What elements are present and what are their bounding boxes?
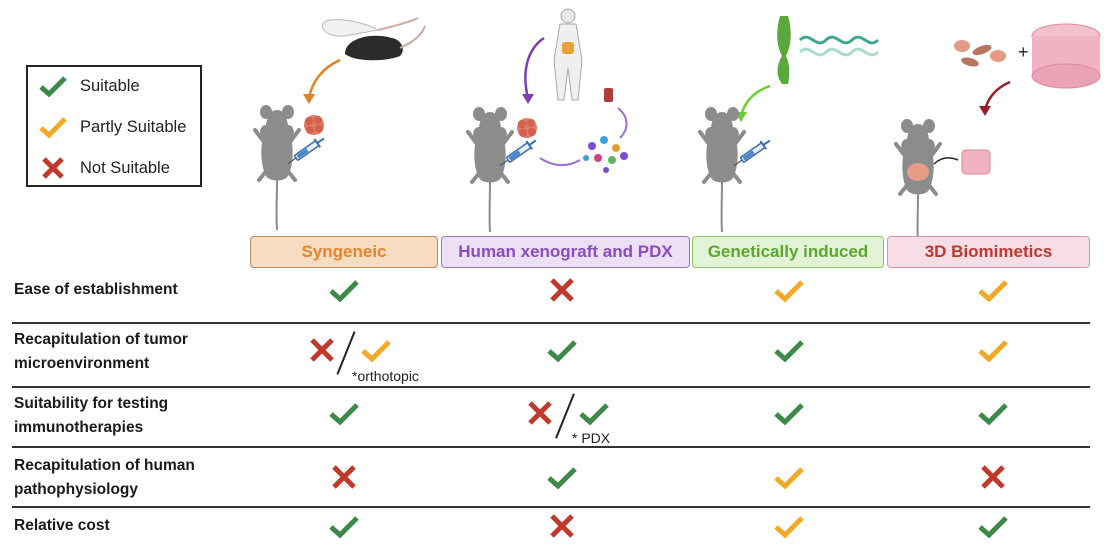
- mouse-icon: [894, 117, 942, 246]
- check-icon: [774, 516, 804, 538]
- mouse-icon: [698, 105, 746, 234]
- status-cell: [977, 338, 1009, 362]
- criterion-label: Ease of establishment: [14, 281, 178, 298]
- status-cell: [546, 338, 578, 362]
- mouse-icon: [253, 103, 301, 232]
- status-cell: [328, 465, 360, 489]
- cells-icon: [954, 40, 1006, 67]
- model-header-3d-biomimetics: 3D Biomimetics: [887, 236, 1090, 268]
- mouse-icon: [466, 105, 514, 234]
- rats-illustration: [322, 17, 426, 61]
- cross-icon: [42, 157, 64, 179]
- status-cell: [328, 278, 360, 302]
- chromosome-icon: [777, 16, 880, 84]
- cross-icon: [550, 278, 574, 302]
- status-cell: [546, 278, 578, 302]
- model-header-syngeneic: Syngeneic: [250, 236, 438, 268]
- status-cell: [977, 401, 1009, 425]
- cross-icon: [310, 338, 334, 362]
- legend-label: Suitable: [80, 76, 140, 95]
- arrow-icon: [983, 80, 1011, 111]
- status-cell: [306, 338, 338, 362]
- check-icon: [39, 117, 67, 138]
- immune-cells-icon: [583, 136, 628, 173]
- status-cell-alt: [578, 401, 610, 425]
- row-divider: [12, 322, 1090, 324]
- status-cell: [328, 401, 360, 425]
- status-cell: [773, 514, 805, 538]
- legend-label: Partly Suitable: [80, 117, 187, 136]
- status-cell-alt: [360, 338, 392, 362]
- check-icon: [39, 76, 67, 97]
- status-cell: [977, 514, 1009, 538]
- cell-note: * PDX: [572, 430, 611, 446]
- arrow-icon: [739, 84, 771, 117]
- status-cell: [546, 514, 578, 538]
- check-icon: [774, 403, 804, 425]
- status-cell: [773, 465, 805, 489]
- criterion-label: Recapitulation of human pathophysiology: [14, 457, 195, 498]
- check-icon: [978, 340, 1008, 362]
- cross-icon: [332, 465, 356, 489]
- check-icon: [978, 403, 1008, 425]
- row-divider: [12, 386, 1090, 388]
- legend: Suitable Partly Suitable Not Suitable: [26, 65, 202, 187]
- legend-label: Not Suitable: [80, 158, 170, 177]
- check-icon: [978, 516, 1008, 538]
- check-icon: [579, 403, 609, 425]
- cross-icon: [528, 401, 552, 425]
- check-icon: [329, 280, 359, 302]
- arrow-icon: [307, 58, 341, 99]
- status-cell: [773, 278, 805, 302]
- row-divider: [12, 446, 1090, 448]
- status-cell: [773, 401, 805, 425]
- legend-item-not-suitable: Not Suitable: [28, 153, 170, 183]
- status-cell: [328, 514, 360, 538]
- arrow-icon: [524, 36, 545, 99]
- check-icon: [329, 516, 359, 538]
- check-icon: [774, 340, 804, 362]
- check-icon: [547, 340, 577, 362]
- legend-item-suitable: Suitable: [28, 71, 140, 101]
- human-icon: [553, 8, 583, 101]
- model-header-xenograft-pdx: Human xenograft and PDX: [441, 236, 690, 268]
- check-icon: [774, 280, 804, 302]
- criterion-label: Relative cost: [14, 517, 110, 534]
- check-icon: [329, 403, 359, 425]
- scaffold-icon: [1031, 23, 1101, 89]
- status-cell: [773, 338, 805, 362]
- status-cell: [524, 401, 556, 425]
- check-icon: [361, 340, 391, 362]
- svg-text:+: +: [1018, 42, 1029, 62]
- check-icon: [978, 280, 1008, 302]
- status-cell: [546, 465, 578, 489]
- legend-item-partly-suitable: Partly Suitable: [28, 112, 186, 142]
- cell-note: *orthotopic: [352, 368, 419, 384]
- status-cell: [977, 278, 1009, 302]
- cross-icon: [550, 514, 574, 538]
- row-divider: [12, 506, 1090, 508]
- criterion-label: Recapitulation of tumor microenvironment: [14, 331, 188, 372]
- criterion-label: Suitability for testing immunotherapies: [14, 395, 169, 436]
- model-header-genetically-induced: Genetically induced: [692, 236, 884, 268]
- check-icon: [547, 467, 577, 489]
- cross-icon: [981, 465, 1005, 489]
- status-cell: [977, 465, 1009, 489]
- check-icon: [774, 467, 804, 489]
